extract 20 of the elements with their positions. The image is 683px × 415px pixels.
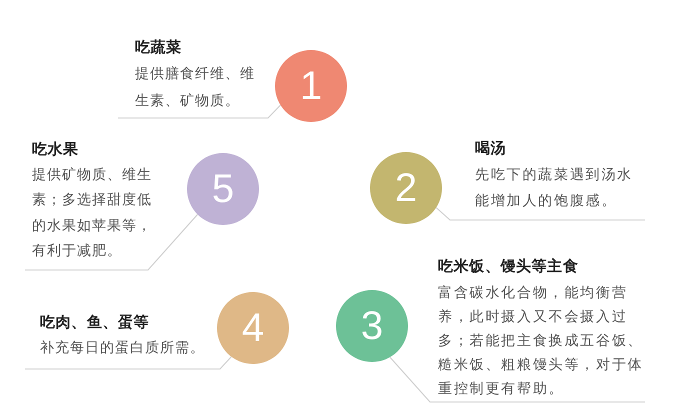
item-heading: 吃米饭、馒头等主食 (438, 256, 578, 277)
leader-line (25, 214, 198, 271)
item-description: 提供膳食纤维、维生素、矿物质。 (135, 64, 256, 110)
item-heading: 喝汤 (475, 139, 506, 159)
item-heading: 吃水果 (32, 140, 79, 160)
leader-line (25, 356, 232, 370)
item-description: 补充每日的蛋白质所需。 (40, 338, 206, 357)
leader-line (390, 356, 645, 403)
item-heading: 吃肉、鱼、蛋等 (40, 313, 150, 333)
leader-line (436, 207, 645, 221)
item-description: 提供矿物质、维生素；多选择甜度低的水果如苹果等，有利于减肥。 (32, 165, 153, 260)
item-heading: 吃蔬菜 (135, 38, 182, 58)
step-number: 4 (242, 308, 264, 348)
leader-line (118, 104, 281, 119)
item-description: 先吃下的蔬菜遇到汤水能增加人的饱腹感。 (475, 165, 634, 210)
step-number: 3 (360, 306, 384, 346)
item-description: 富含碳水化合物，能均衡营养，此时摄入又不会摄入过多；若能把主食换成五谷饭、糙米饭、粗粮馒头等，对于体重控制更有帮助。 (438, 283, 644, 398)
step-number: 2 (394, 168, 418, 208)
step-number: 5 (212, 169, 234, 209)
step-number: 1 (300, 66, 322, 106)
